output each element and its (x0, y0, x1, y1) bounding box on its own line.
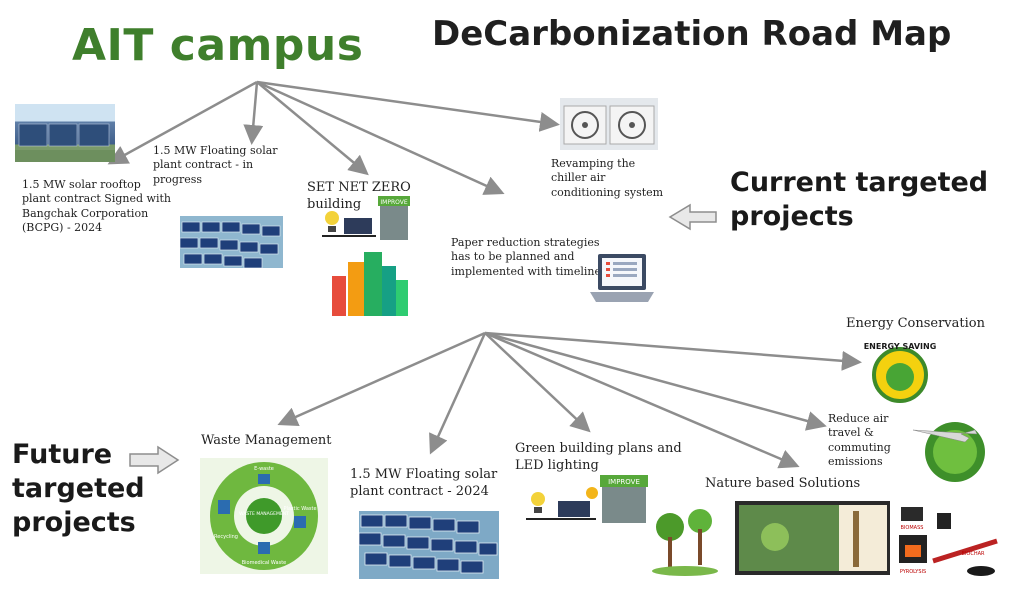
arrow-to-floating-current (243, 81, 264, 145)
biomass-label: BIOMASS (901, 525, 924, 531)
arrow-to-green-building (484, 332, 591, 433)
arrow-to-waste (277, 331, 486, 427)
future-targeted-label: Future targeted projects (12, 439, 145, 538)
waste-ewaste-label: E-waste (254, 466, 274, 472)
nature-based-solutions-photo (735, 501, 890, 575)
chiller-unit-photo (560, 98, 658, 150)
floating-solar-future-text: 1.5 MW Floating solar plant contract - 2… (350, 467, 498, 499)
arrow-to-rooftop (107, 80, 258, 165)
laptop-checklist-icon (588, 250, 656, 312)
floating-solar-current-text: 1.5 MW Floating solar plant contract - i… (153, 144, 278, 186)
green-building-led-icon: IMPROVE (522, 473, 652, 525)
arrow-to-air-travel (484, 331, 827, 431)
improve-label: IMPROVE (380, 199, 407, 206)
green-building-text: Green building plans and LED lighting (515, 441, 682, 473)
city-buildings-icon (330, 246, 410, 316)
energy-conservation-text: Energy Conservation (846, 316, 985, 331)
energy-saving-label: ENERGY SAVING (864, 342, 937, 351)
biomass-pyrolysis-diagram: BIOMASS PYROLYSIS BIOCHAR (893, 503, 1003, 579)
pyrolysis-label: PYROLYSIS (900, 569, 926, 575)
waste-center-label: WASTE MANAGEMENT (239, 511, 289, 517)
solar-rooftop-photo (15, 104, 115, 162)
energy-saving-badge-icon: ENERGY SAVING (854, 337, 944, 409)
floating-solar-current-photo (180, 216, 283, 268)
set-net-zero-text: SET NET ZERO building (307, 180, 411, 212)
arrow-to-energy (484, 331, 862, 371)
waste-management-diagram: WASTE MANAGEMENT E-waste Plastic Waste R… (200, 458, 328, 574)
chiller-text: Revamping the chiller air conditioning s… (551, 157, 664, 199)
rooftop-solar-text: 1.5 MW solar rooftop plant contract Sign… (22, 178, 171, 234)
tree-planting-illustration (650, 505, 720, 577)
arrow-to-nature (484, 331, 800, 469)
ait-campus-title: AIT campus (72, 20, 364, 71)
arrow-to-netzero (256, 81, 369, 176)
nature-based-text: Nature based Solutions (705, 476, 861, 491)
floating-solar-future-photo (359, 511, 499, 579)
current-pointer-arrow (668, 203, 717, 231)
future-pointer-arrow (129, 445, 180, 475)
arrow-to-paper (256, 80, 505, 195)
green-earth-airplane-icon (905, 410, 993, 486)
paper-reduction-text: Paper reduction strategies has to be pla… (451, 236, 601, 278)
arrow-to-chiller (256, 80, 560, 132)
waste-plastic-label: Plastic Waste (283, 506, 316, 512)
arrow-to-floating-future (429, 332, 487, 455)
waste-management-text: Waste Management (201, 433, 332, 448)
waste-biomedical-label: Biomedical Waste (242, 560, 287, 566)
improve-building-icon: IMPROVE (318, 194, 413, 242)
improve-label-future: IMPROVE (608, 478, 640, 486)
reduce-air-travel-text: Reduce air travel & commuting emissions (828, 412, 891, 468)
biochar-label: BIOCHAR (962, 551, 986, 557)
waste-recycling-label: Recycling (214, 534, 238, 540)
roadmap-title: DeCarbonization Road Map (432, 14, 952, 54)
current-targeted-label: Current targeted projects (730, 167, 989, 232)
